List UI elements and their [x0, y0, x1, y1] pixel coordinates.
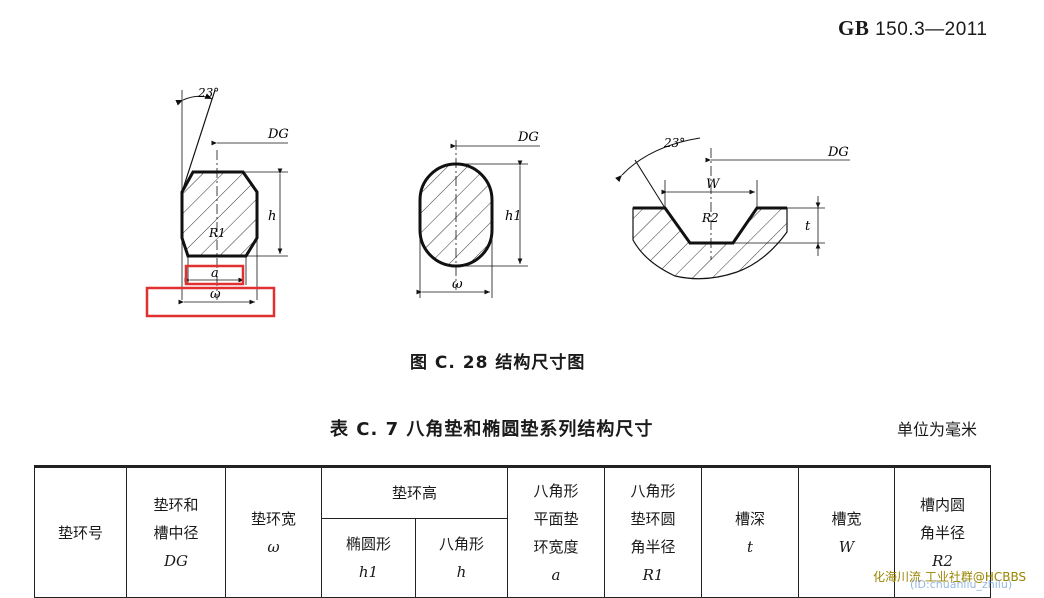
header-groove-width: 槽宽 W	[798, 465, 895, 598]
header-octagonal-height: 八角形 h	[415, 518, 508, 598]
header-groove-depth: 槽深 t	[701, 465, 799, 598]
octagonal-gasket-drawing: 23° DG h R1 a ω	[145, 86, 289, 318]
octagonal-a-label: a	[211, 266, 219, 281]
table-title: 表 C. 7 八角垫和椭圆垫系列结构尺寸	[330, 419, 654, 440]
header-flat-width: 八角形 平面垫 环宽度 a	[507, 465, 605, 598]
structure-dimension-figure: 23° DG h R1 a ω DG h1 ω DG	[145, 86, 850, 318]
figure-caption: 图 C. 28 结构尺寸图	[410, 353, 586, 373]
header-groove-radius-r2: 槽内圆 角半径 R2	[894, 465, 991, 598]
oval-dg-label: DG	[517, 130, 539, 145]
groove-drawing: DG 23° W R2 t	[614, 136, 850, 280]
groove-t-label: t	[805, 219, 811, 234]
groove-r2-label: R2	[701, 211, 719, 225]
unit-note: 单位为毫米	[897, 420, 978, 439]
octagonal-h-label: h	[268, 209, 276, 224]
watermark: 化海川流 工业社群@HCBBS	[873, 570, 1027, 584]
oval-h1-label: h1	[505, 209, 522, 224]
header-mean-diameter: 垫环和 槽中径 DG	[126, 465, 226, 598]
highlight-box-omega	[145, 286, 276, 318]
header-ring-number: 垫环号	[34, 465, 127, 598]
standard-code: GB 150.3—2011	[838, 16, 988, 41]
header-oval-height: 椭圆形 h1	[321, 518, 416, 598]
octagonal-w-label: ω	[210, 287, 221, 302]
dimension-table: 垫环号 垫环和 槽中径 DG 垫环宽 ω 垫环高 八角形 平面垫 环宽度 a 八…	[34, 465, 991, 598]
standard-prefix: GB	[838, 16, 870, 40]
groove-w-label: W	[706, 177, 721, 192]
oval-w-label: ω	[452, 277, 463, 292]
octagonal-angle-label: 23°	[197, 86, 219, 100]
highlight-box-a	[184, 264, 245, 286]
octagonal-dg-label: DG	[267, 127, 289, 142]
groove-dg-label: DG	[827, 145, 849, 160]
header-corner-radius-r1: 八角形 垫环圆 角半径 R1	[604, 465, 702, 598]
standard-number: 150.3—2011	[875, 19, 988, 40]
oval-gasket-drawing: DG h1 ω	[416, 130, 540, 298]
watermark-sub: (ID:chuanliu_zhilu)	[910, 578, 1013, 591]
groove-angle-label: 23°	[663, 136, 685, 150]
header-ring-height-group: 垫环高	[321, 465, 508, 519]
header-ring-width: 垫环宽 ω	[225, 465, 322, 598]
octagonal-r1-label: R1	[208, 226, 226, 240]
